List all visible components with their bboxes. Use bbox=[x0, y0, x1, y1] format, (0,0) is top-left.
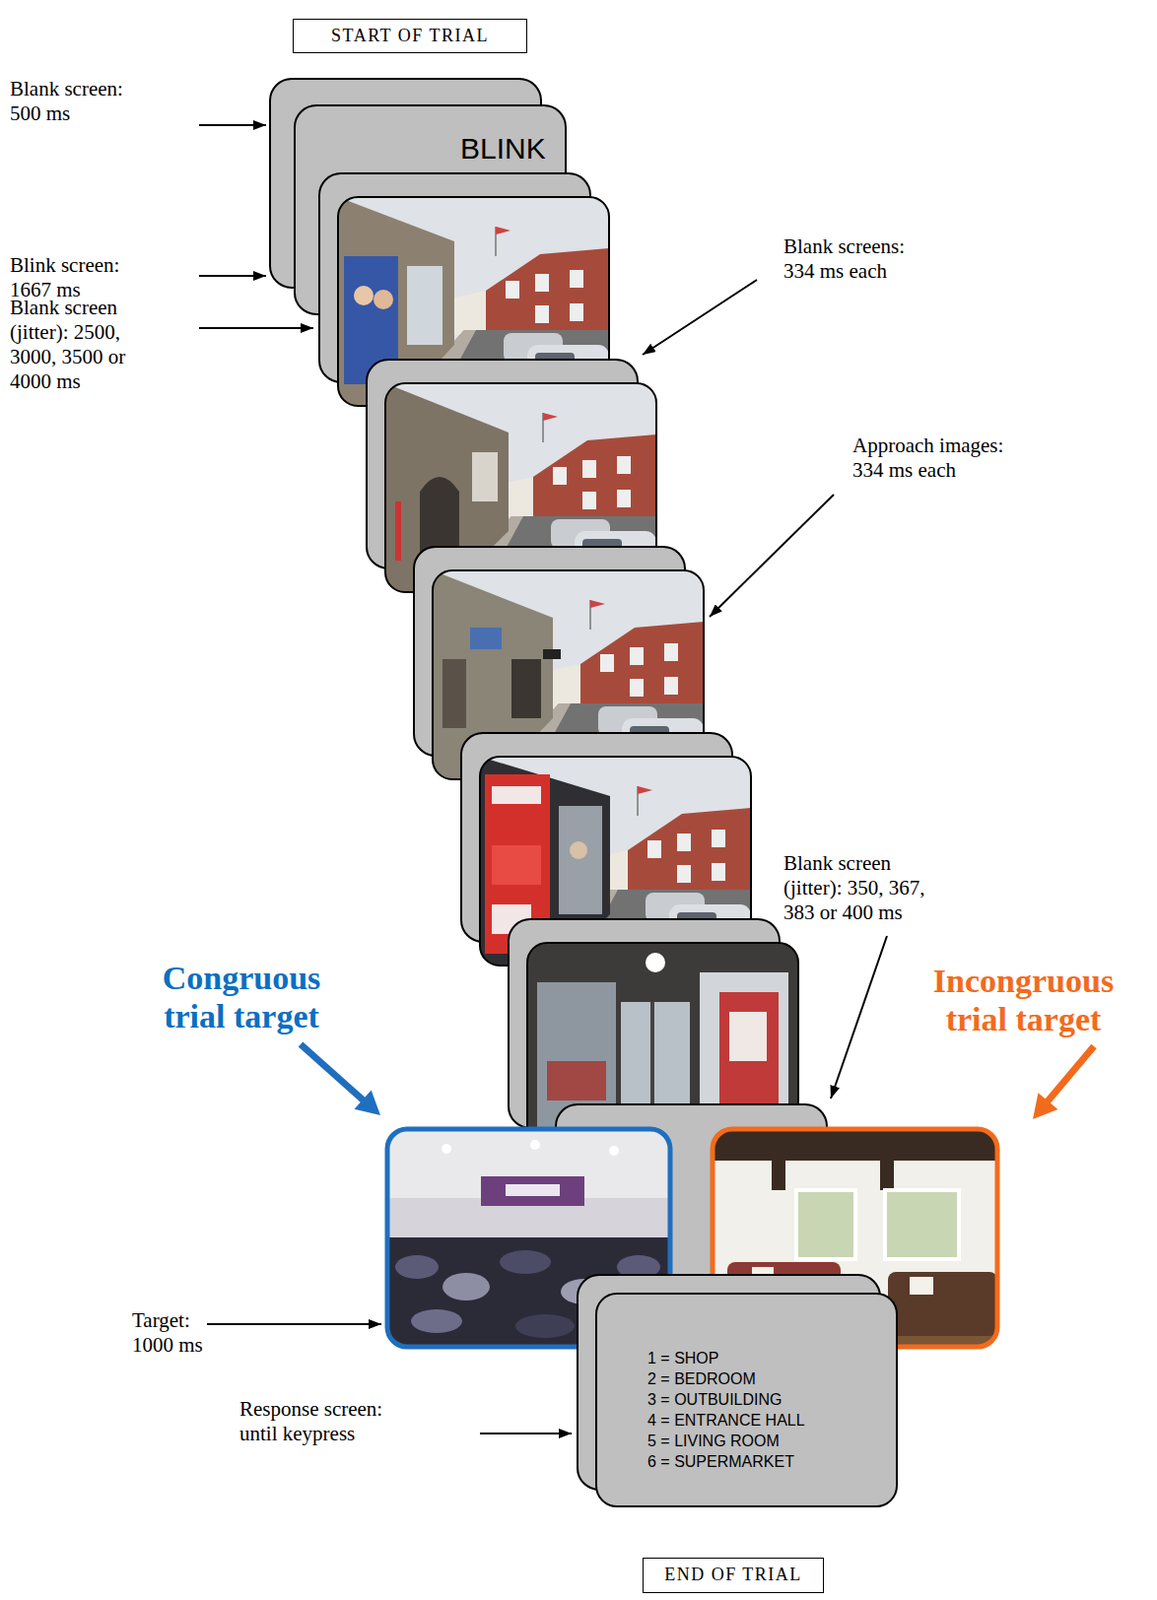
congruous-pointer-arrow-part bbox=[300, 1044, 365, 1102]
approach-image-part-part bbox=[569, 841, 588, 860]
timing-label: Blank screen: 500 ms bbox=[9, 76, 148, 127]
congruous-target-image-part-part bbox=[441, 1144, 452, 1155]
approach-image-part-part bbox=[470, 627, 502, 650]
response-option: 4 = ENTRANCE HALL bbox=[647, 1410, 896, 1431]
congruous-target-image-part-part bbox=[442, 1273, 490, 1301]
approach-image-part-part bbox=[719, 992, 779, 1111]
approach-image-part-part bbox=[491, 845, 542, 885]
congruous-target-image-part-part bbox=[515, 1314, 575, 1339]
leader-arrow-part bbox=[199, 124, 267, 127]
timing-label: Blank screens: 334 ms each bbox=[783, 234, 932, 284]
congruous-pointer-arrow-part bbox=[354, 1089, 382, 1116]
congruous-pointer-arrow bbox=[300, 1044, 381, 1116]
response-option: 2 = BEDROOM bbox=[647, 1368, 896, 1390]
response-screen: 1 = SHOP2 = BEDROOM3 = OUTBUILDING4 = EN… bbox=[595, 1293, 898, 1508]
congruous-target-image-part-part bbox=[505, 1184, 560, 1197]
congruous-target-image-part-part bbox=[395, 1255, 439, 1280]
incongruous-target-image-part-part bbox=[712, 1129, 998, 1161]
approach-image-part-part bbox=[395, 501, 402, 561]
approach-image-part-part bbox=[407, 266, 443, 345]
blink-text: BLINK bbox=[460, 131, 546, 167]
timing-label: Blank screen (jitter): 350, 367, 383 or … bbox=[783, 851, 942, 926]
approach-image-part-part bbox=[511, 659, 542, 719]
leader-arrow bbox=[199, 125, 887, 1434]
approach-image-part-part bbox=[543, 649, 561, 660]
response-option: 5 = LIVING ROOM bbox=[647, 1430, 896, 1452]
approach-image-part-part bbox=[729, 1012, 767, 1062]
incongruous-target-image-part-part bbox=[884, 1190, 959, 1260]
trial-boundary-box: END OF TRIAL bbox=[642, 1558, 824, 1594]
congruous-target-image-part-part bbox=[480, 1176, 585, 1207]
congruous-label: Congruous trial target bbox=[137, 958, 345, 1036]
incongruous-target-image-part-part bbox=[887, 1272, 998, 1337]
leader-arrow-part bbox=[642, 279, 757, 355]
response-option: 3 = OUTBUILDING bbox=[647, 1389, 896, 1411]
congruous-target-image-part-part bbox=[609, 1146, 619, 1157]
timing-label: Target: 1000 ms bbox=[132, 1308, 226, 1359]
leader-arrow-part bbox=[206, 1323, 382, 1326]
incongruous-pointer-arrow bbox=[1032, 1046, 1094, 1120]
approach-image-part-part bbox=[491, 786, 542, 805]
incongruous-target-image-part-part bbox=[796, 1190, 856, 1260]
timing-label: Response screen: until keypress bbox=[239, 1397, 403, 1447]
incongruous-pointer-arrow-part bbox=[1032, 1092, 1058, 1120]
leader-arrow-part bbox=[199, 274, 267, 277]
response-option: 6 = SUPERMARKET bbox=[647, 1451, 896, 1473]
approach-image-part-part bbox=[373, 289, 394, 310]
boundary-text: START OF TRIAL bbox=[331, 26, 489, 47]
approach-image-part-part bbox=[353, 285, 374, 306]
incongruous-pointer-arrow-part bbox=[1046, 1046, 1094, 1103]
approach-image-part-part bbox=[645, 952, 666, 973]
trial-boundary-box: START OF TRIAL bbox=[292, 18, 528, 54]
incongruous-target-image-part-part bbox=[909, 1277, 934, 1295]
incongruous-target-image-part-part bbox=[880, 1160, 894, 1191]
approach-image-part-part bbox=[546, 1061, 607, 1101]
leader-arrow-part bbox=[709, 494, 834, 617]
boundary-text: END OF TRIAL bbox=[664, 1565, 803, 1586]
incongruous-target-image-part-part bbox=[771, 1160, 786, 1191]
congruous-target-image-part-part bbox=[410, 1309, 463, 1334]
approach-image-part-part bbox=[558, 806, 603, 915]
approach-image-part-part bbox=[472, 452, 498, 502]
blink-screen: BLINK bbox=[294, 105, 566, 315]
leader-arrow-part bbox=[479, 1432, 572, 1435]
timing-label: Blank screen (jitter): 2500, 3000, 3500 … bbox=[9, 295, 163, 395]
leader-arrow-part bbox=[199, 327, 314, 330]
response-option: 1 = SHOP bbox=[647, 1348, 896, 1369]
congruous-target-image-part-part bbox=[499, 1250, 551, 1275]
congruous-target-image-part-part bbox=[530, 1140, 541, 1151]
timing-label: Blink screen: 1667 ms bbox=[9, 253, 148, 303]
leader-arrow-part bbox=[830, 936, 887, 1099]
timing-label: Approach images: 334 ms each bbox=[852, 433, 1025, 483]
approach-image-part-part bbox=[442, 659, 467, 729]
incongruous-label: Incongruous trial target bbox=[907, 961, 1140, 1039]
